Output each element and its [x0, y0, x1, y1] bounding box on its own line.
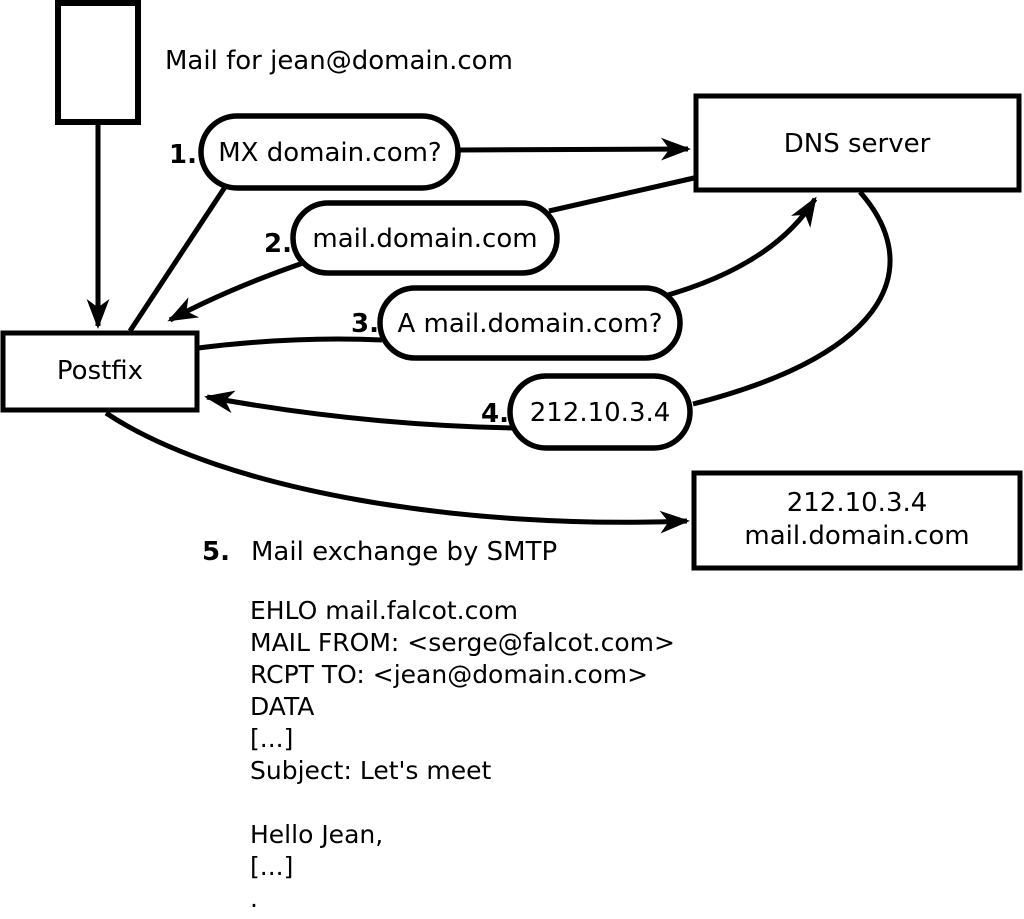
pill-mx-answer-label: mail.domain.com: [312, 224, 537, 254]
pill-a-answer: [507, 373, 693, 451]
arrow-mx-query-to-dns: [457, 137, 691, 161]
smtp-session-text: EHLO mail.falcot.com MAIL FROM: <serge@f…: [250, 596, 675, 913]
pill-a-query-label: A mail.domain.com?: [398, 309, 663, 339]
postfix-box: [0, 330, 200, 413]
mail-server-ip: 212.10.3.4: [787, 488, 928, 518]
pill-mx-query: [198, 113, 461, 191]
envelope-shape: [55, 0, 141, 125]
pill-a-answer-label: 212.10.3.4: [530, 398, 671, 428]
arrow-a-query-to-dns: [660, 196, 818, 300]
dns-server-box: [693, 93, 1022, 193]
mail-server-hostname: mail.domain.com: [744, 521, 969, 551]
step-1-number: 1.: [169, 140, 197, 170]
pill-a-query: [377, 285, 683, 361]
mail-note: Mail for jean@domain.com: [165, 46, 513, 76]
line-dns-to-mx-answer: [548, 175, 695, 214]
step-3-number: 3.: [351, 309, 379, 339]
pill-mx-query-label: MX domain.com?: [218, 138, 441, 168]
step-5-number: 5.: [202, 537, 230, 567]
step-4-number: 4.: [481, 399, 509, 429]
arrow-mx-answer-to-postfix: [167, 259, 307, 323]
dns-server-label: DNS server: [784, 129, 931, 159]
arrow-a-answer-to-postfix: [204, 390, 514, 431]
line-postfix-to-a-query: [197, 336, 383, 351]
line-postfix-to-mx-query: [127, 185, 228, 333]
step-2-number: 2.: [264, 229, 292, 259]
postfix-label: Postfix: [57, 356, 143, 386]
pill-mx-answer: [290, 200, 560, 276]
arrow-postfix-to-mail-server: [104, 410, 690, 534]
mail-server-box: [691, 470, 1023, 571]
line-dns-to-a-answer: [692, 190, 893, 407]
step-5-label: Mail exchange by SMTP: [251, 537, 557, 567]
